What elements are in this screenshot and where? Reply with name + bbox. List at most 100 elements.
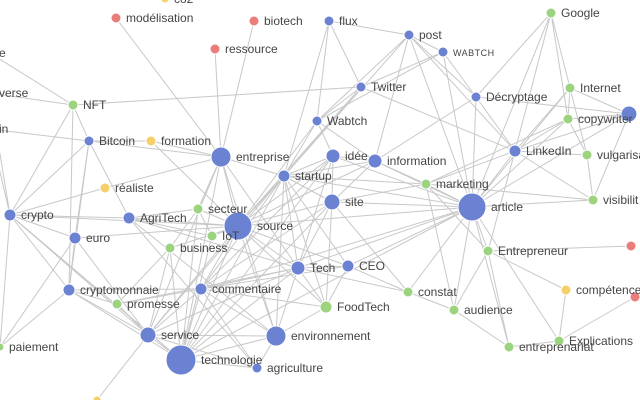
edge-startup-environnement: [275, 175, 285, 337]
node-cryptomonnaie[interactable]: [62, 283, 76, 297]
node-internet[interactable]: [564, 82, 576, 94]
edge-source-site: [237, 201, 333, 227]
label-wabtch: Wabtch: [327, 114, 367, 128]
node-twitter[interactable]: [355, 81, 367, 93]
node-article[interactable]: [457, 192, 487, 222]
node-idee[interactable]: [325, 148, 341, 164]
edge-entreprise-tech: [220, 156, 299, 269]
node-decryptage[interactable]: [470, 91, 482, 103]
node-commentaire[interactable]: [194, 282, 208, 296]
edge-ceo-constat: [347, 265, 409, 293]
edge-article-post: [408, 34, 473, 208]
edge-crypto-in: [0, 169, 11, 216]
node-wabtch[interactable]: [311, 115, 323, 127]
edge-marketing-visibilite: [425, 183, 594, 201]
edge-ceo-commentaire: [200, 265, 349, 290]
node-explications[interactable]: [553, 335, 565, 347]
edge-technologie-cryptomonnaie: [68, 289, 182, 361]
edge-article-google: [471, 12, 552, 208]
node-ressource[interactable]: [209, 43, 221, 55]
edge-linkedin-right_big: [514, 113, 630, 152]
label-source: source: [257, 219, 293, 233]
node-entrepreneur[interactable]: [482, 245, 494, 257]
edge-marketing-audience: [425, 183, 455, 311]
label-vulgarisation: vulgarisa: [597, 148, 640, 162]
node-competence[interactable]: [560, 284, 572, 296]
node-information[interactable]: [367, 153, 383, 169]
label-foodtech: FoodTech: [337, 300, 390, 314]
edge-wabtch-post: [316, 34, 410, 122]
edge-crypto-bitcoin: [9, 140, 90, 216]
node-site[interactable]: [323, 193, 341, 211]
node-crypto[interactable]: [3, 208, 17, 222]
node-co2[interactable]: [160, 0, 170, 4]
node-entreprise[interactable]: [210, 146, 232, 168]
edge-copywriter-vulgarisation: [567, 118, 588, 156]
label-audience: audience: [464, 303, 513, 317]
node-google[interactable]: [545, 7, 557, 19]
node-foodtech[interactable]: [319, 300, 333, 314]
label-copywriter: copywriter: [578, 112, 633, 126]
edge-bitcoin-euro: [74, 140, 90, 239]
node-bottom_yellow[interactable]: [92, 395, 102, 400]
label-explications: Explications: [569, 334, 633, 348]
node-tech[interactable]: [290, 260, 306, 276]
node-modelisation[interactable]: [110, 12, 122, 24]
edge-entreprise-bitcoin: [88, 140, 222, 158]
label-visibilite: visibilit: [603, 193, 639, 207]
node-post[interactable]: [403, 29, 415, 41]
label-idee: idée: [345, 149, 368, 163]
edge-audience-constat: [407, 291, 455, 311]
node-bitcoin[interactable]: [83, 135, 95, 147]
label-service: service: [161, 328, 199, 342]
node-nft[interactable]: [67, 99, 79, 111]
node-right_red[interactable]: [625, 240, 637, 252]
node-business[interactable]: [164, 242, 176, 254]
edge-article-tech: [297, 206, 473, 269]
node-right_red2[interactable]: [629, 291, 640, 303]
node-technologie[interactable]: [165, 344, 197, 376]
node-agriculture[interactable]: [251, 362, 263, 374]
label-wabtch_caps: WABTCH: [453, 48, 495, 58]
edge-entreprise-startup: [220, 156, 285, 177]
node-paiement[interactable]: [0, 342, 5, 352]
node-flux[interactable]: [323, 15, 335, 27]
edge-cryptomonnaie-nft: [68, 104, 74, 291]
edge-entrepreneur-competence: [487, 250, 567, 291]
edge-technologie-idee: [180, 155, 334, 361]
label-business: business: [180, 241, 227, 255]
node-vulgarisation[interactable]: [581, 149, 593, 161]
node-promesse[interactable]: [111, 298, 123, 310]
node-startup[interactable]: [277, 169, 291, 183]
node-ceo[interactable]: [341, 259, 355, 273]
node-wabtch_caps[interactable]: [437, 46, 449, 58]
node-marketing[interactable]: [420, 178, 432, 190]
node-linkedin[interactable]: [508, 144, 522, 158]
node-right_big[interactable]: [620, 105, 638, 123]
edge-linkedin-google: [514, 12, 552, 152]
node-constat[interactable]: [402, 286, 414, 298]
node-copywriter[interactable]: [562, 113, 574, 125]
node-euro[interactable]: [68, 231, 82, 245]
node-iot[interactable]: [206, 230, 218, 242]
node-source[interactable]: [223, 211, 253, 241]
label-google: Google: [561, 6, 600, 20]
label-cryptomonnaie: cryptomonnaie: [80, 283, 159, 297]
edge-entreprise-environnement: [220, 156, 277, 337]
label-verse: verse: [0, 86, 29, 100]
edge-realiste-entreprise: [104, 156, 222, 189]
node-biotech[interactable]: [248, 15, 260, 27]
edge-technologie-entreprise: [180, 156, 222, 361]
node-audience[interactable]: [448, 304, 460, 316]
node-service[interactable]: [139, 326, 157, 344]
node-agritech[interactable]: [122, 211, 136, 225]
node-formation[interactable]: [145, 135, 157, 147]
node-entrepreneuriat[interactable]: [503, 341, 515, 353]
node-visibilite[interactable]: [587, 194, 599, 206]
node-environnement[interactable]: [265, 325, 287, 347]
edge-wabtch-information: [316, 120, 376, 162]
edge-service-environnement: [147, 334, 277, 337]
node-realiste[interactable]: [99, 182, 111, 194]
node-secteur[interactable]: [192, 203, 204, 215]
edge-commentaire-promesse: [116, 288, 202, 305]
